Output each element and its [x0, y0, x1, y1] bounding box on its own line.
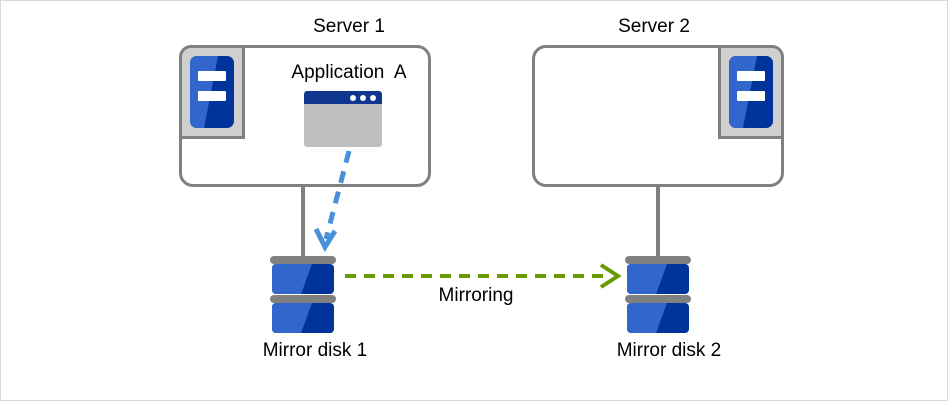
server-1-disk-connector: [301, 187, 305, 257]
server-tower-icon: [718, 45, 784, 139]
disk-platter: [272, 264, 334, 294]
server-tower-bar-bottom: [198, 91, 226, 101]
application-a-label: Application A: [291, 62, 407, 83]
server-tower-bar-top: [737, 71, 765, 81]
window-dot-icon: [360, 95, 366, 101]
disk-platter: [272, 303, 334, 333]
window-dot-icon: [370, 95, 376, 101]
disk-cap: [270, 256, 336, 264]
mirror-disk-1-icon: [270, 256, 336, 334]
server-tower-bar-bottom: [737, 91, 765, 101]
mirror-disk-2-icon: [625, 256, 691, 334]
server-tower-body: [190, 56, 234, 128]
application-window-titlebar: [304, 91, 382, 104]
disk-cap: [625, 295, 691, 303]
server-2-disk-connector: [656, 187, 660, 257]
window-dot-icon: [350, 95, 356, 101]
mirror-disk-2-label: Mirror disk 2: [616, 340, 722, 361]
disk-cap: [270, 295, 336, 303]
server-tower-icon: [179, 45, 245, 139]
server-1-title: Server 1: [313, 16, 385, 37]
disk-cap: [625, 256, 691, 264]
server-tower-bar-top: [198, 71, 226, 81]
mirror-disk-1-label: Mirror disk 1: [262, 340, 368, 361]
server-tower-body: [729, 56, 773, 128]
disk-platter: [627, 303, 689, 333]
application-window-icon: [304, 91, 382, 147]
disk-platter: [627, 264, 689, 294]
server-2-title: Server 2: [618, 16, 690, 37]
mirroring-label: Mirroring: [438, 285, 514, 306]
